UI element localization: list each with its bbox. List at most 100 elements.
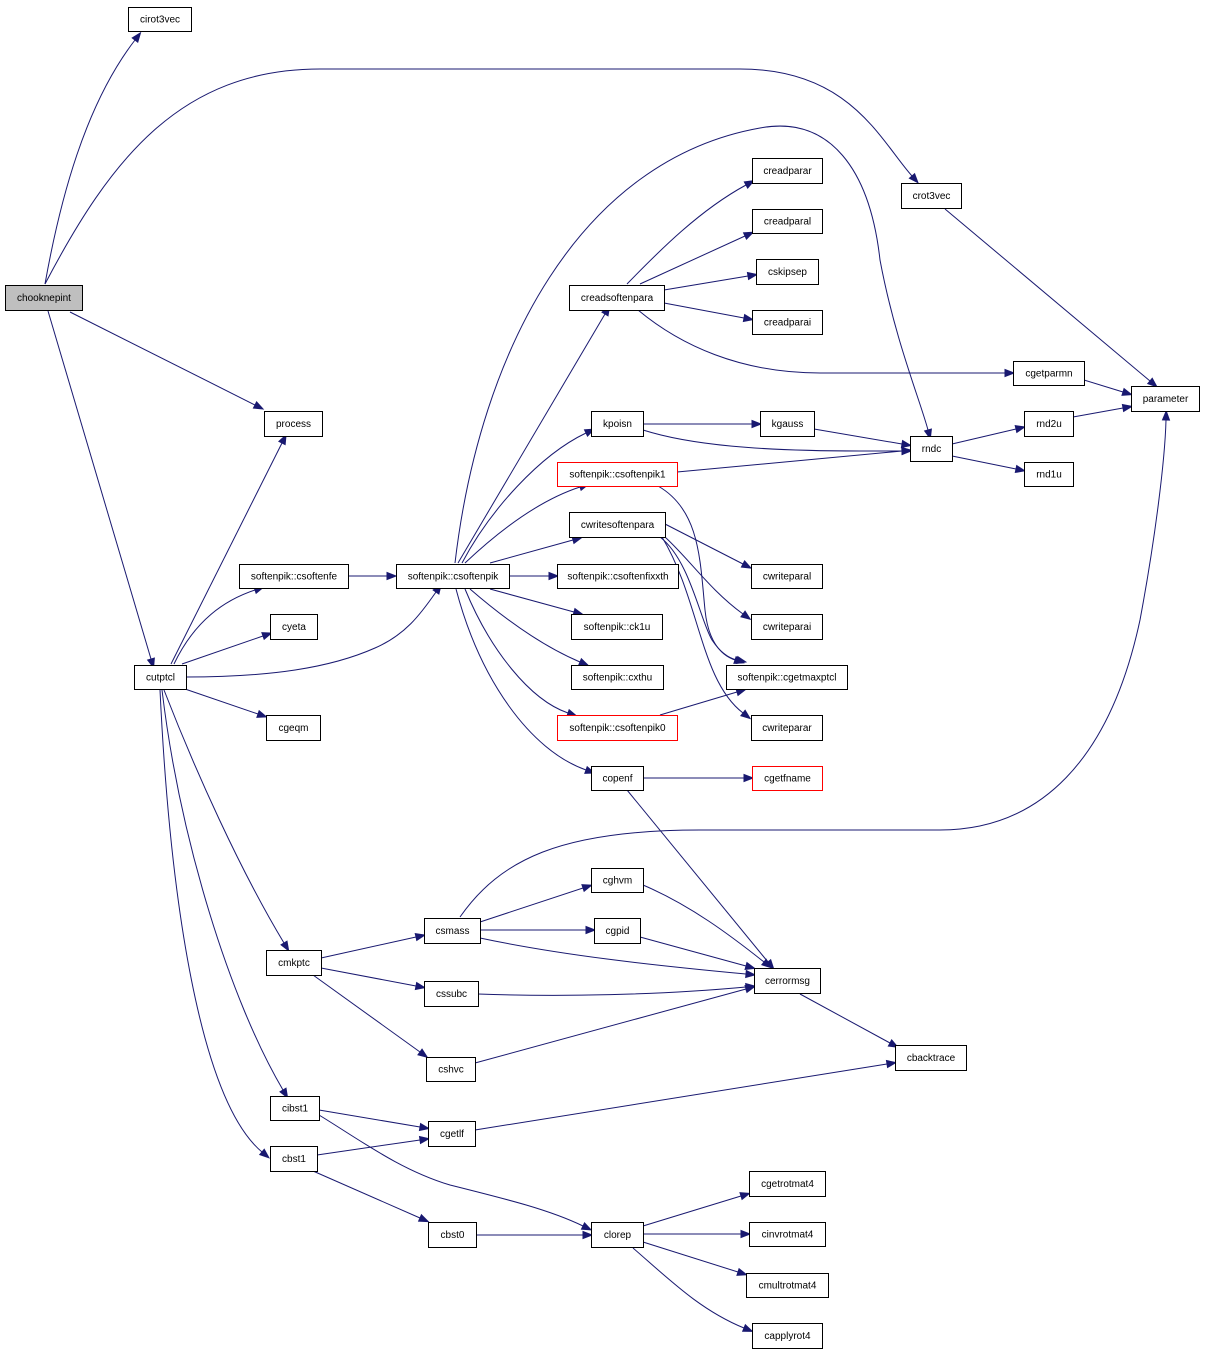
node-label: creadparar — [763, 166, 812, 177]
edge-line — [454, 125, 929, 564]
edge-rndc-to-rnd2u — [951, 424, 1027, 445]
node-label: process — [276, 419, 311, 430]
node-kgauss[interactable]: kgauss — [760, 411, 815, 437]
edge-softenpik_csoftenpik-to-rndc — [454, 125, 932, 564]
node-creadsoftenpara[interactable]: creadsoftenpara — [569, 285, 665, 311]
arrowhead-icon — [743, 180, 756, 189]
node-cgetfname[interactable]: cgetfname — [752, 766, 823, 791]
node-creadparar[interactable]: creadparar — [752, 158, 823, 184]
node-cinvrotmat4[interactable]: cinvrotmat4 — [749, 1222, 826, 1247]
node-box — [270, 1146, 318, 1172]
node-label: cbacktrace — [907, 1053, 956, 1064]
edge-creadsoftenpara-to-cskipsep — [663, 271, 759, 291]
node-cgetlf[interactable]: cgetlf — [428, 1121, 476, 1147]
node-box — [270, 1096, 320, 1121]
edge-line — [477, 986, 747, 996]
edge-line — [676, 450, 903, 473]
node-box — [424, 918, 481, 944]
edge-line — [181, 635, 264, 665]
node-cwriteparar[interactable]: cwriteparar — [751, 715, 823, 741]
arrowhead-icon — [417, 1048, 429, 1059]
node-rnd2u[interactable]: rnd2u — [1024, 411, 1074, 437]
node-label: rnd2u — [1036, 419, 1062, 430]
edge-creadsoftenpara-to-creadparar — [626, 180, 756, 285]
node-cgetrotmat4[interactable]: cgetrotmat4 — [749, 1171, 826, 1197]
edge-line — [944, 208, 1151, 382]
node-cbst0[interactable]: cbst0 — [428, 1222, 477, 1248]
edge-chooknepint-to-process — [69, 311, 265, 410]
node-box — [749, 1171, 826, 1197]
arrowhead-icon — [740, 709, 752, 720]
edge-line — [318, 1109, 421, 1128]
node-cssubc[interactable]: cssubc — [424, 981, 479, 1007]
node-creadparai[interactable]: creadparai — [752, 310, 823, 335]
node-label: csmass — [436, 926, 470, 937]
node-rnd1u[interactable]: rnd1u — [1024, 462, 1074, 487]
node-csmass[interactable]: csmass — [424, 918, 481, 944]
node-cwritesoftenpara[interactable]: cwritesoftenpara — [569, 512, 666, 538]
node-label: creadparai — [764, 318, 811, 329]
node-cgeqm[interactable]: cgeqm — [266, 715, 321, 741]
node-crot3vec[interactable]: crot3vec — [901, 183, 962, 209]
node-label: softenpik::csoftenpik — [408, 572, 500, 583]
node-process[interactable]: process — [264, 411, 323, 437]
edge-line — [320, 967, 417, 987]
node-box — [557, 715, 678, 741]
node-cbacktrace[interactable]: cbacktrace — [895, 1045, 967, 1071]
edge-rndc-to-rnd1u — [951, 455, 1027, 474]
node-cerrormsg[interactable]: cerrormsg — [754, 968, 821, 994]
node-box — [270, 614, 318, 640]
node-softenpik-csoftenpik1[interactable]: softenpik::csoftenpik1 — [557, 462, 678, 487]
edge-csmass-to-cghvm — [479, 884, 593, 923]
node-cirot3vec[interactable]: cirot3vec — [128, 7, 192, 32]
edge-cmkptc-to-csmass — [320, 932, 427, 959]
node-softenpik-cgetmaxptcl[interactable]: softenpik::cgetmaxptcl — [726, 665, 848, 690]
node-cwriteparai[interactable]: cwriteparai — [751, 614, 823, 640]
arrowhead-icon — [414, 981, 427, 991]
node-copenf[interactable]: copenf — [591, 766, 644, 791]
node-box — [1024, 411, 1074, 437]
node-cgpid[interactable]: cgpid — [594, 918, 641, 944]
arrowhead-icon — [908, 172, 919, 184]
node-cwriteparal[interactable]: cwriteparal — [751, 564, 823, 589]
node-cutptcl[interactable]: cutptcl — [134, 665, 187, 690]
edge-softenpik_csoftenpik-to-softenpik_ck1u — [489, 588, 585, 616]
node-box — [1131, 386, 1200, 412]
node-creadparal[interactable]: creadparal — [752, 209, 823, 234]
node-cmkptc[interactable]: cmkptc — [266, 950, 322, 976]
node-box — [752, 310, 823, 335]
node-label: cgetparmn — [1025, 369, 1072, 380]
node-cyeta[interactable]: cyeta — [270, 614, 318, 640]
node-softenpik-csoftenfe[interactable]: softenpik::csoftenfe — [239, 564, 349, 589]
node-cshvc[interactable]: cshvc — [426, 1057, 476, 1082]
node-softenpik-csoftenpik0[interactable]: softenpik::csoftenpik0 — [557, 715, 678, 741]
node-softenpik-csoftenfixxth[interactable]: softenpik::csoftenfixxth — [557, 564, 679, 589]
edge-csmass-to-cgpid — [480, 925, 597, 935]
edge-kgauss-to-rndc — [813, 428, 913, 449]
node-cgetparmn[interactable]: cgetparmn — [1013, 361, 1085, 386]
node-cibst1[interactable]: cibst1 — [270, 1096, 320, 1121]
edge-line — [951, 455, 1017, 470]
arrowhead-icon — [581, 884, 593, 893]
edge-line — [632, 1247, 745, 1329]
node-softenpik-cxthu[interactable]: softenpik::cxthu — [571, 665, 664, 690]
node-rndc[interactable]: rndc — [910, 436, 953, 462]
node-softenpik-csoftenpik[interactable]: softenpik::csoftenpik — [396, 564, 510, 589]
node-cskipsep[interactable]: cskipsep — [756, 259, 819, 285]
edge-cutptcl-to-cmkptc — [163, 689, 290, 952]
arrowhead-icon — [735, 655, 748, 665]
node-cmultrotmat4[interactable]: cmultrotmat4 — [746, 1273, 829, 1298]
node-softenpik-ck1u[interactable]: softenpik::ck1u — [571, 614, 663, 640]
node-cbst1[interactable]: cbst1 — [270, 1146, 318, 1172]
node-kpoisn[interactable]: kpoisn — [591, 411, 644, 437]
node-chooknepint[interactable]: chooknepint — [5, 285, 83, 311]
node-cghvm[interactable]: cghvm — [591, 868, 644, 893]
node-box — [424, 981, 479, 1007]
edge-line — [1083, 379, 1124, 393]
node-box — [569, 512, 666, 538]
node-clorep[interactable]: clorep — [591, 1222, 644, 1248]
node-capplyrot4[interactable]: capplyrot4 — [752, 1323, 823, 1349]
node-parameter[interactable]: parameter — [1131, 386, 1200, 412]
node-label: creadparal — [764, 217, 811, 228]
node-box — [910, 436, 953, 462]
